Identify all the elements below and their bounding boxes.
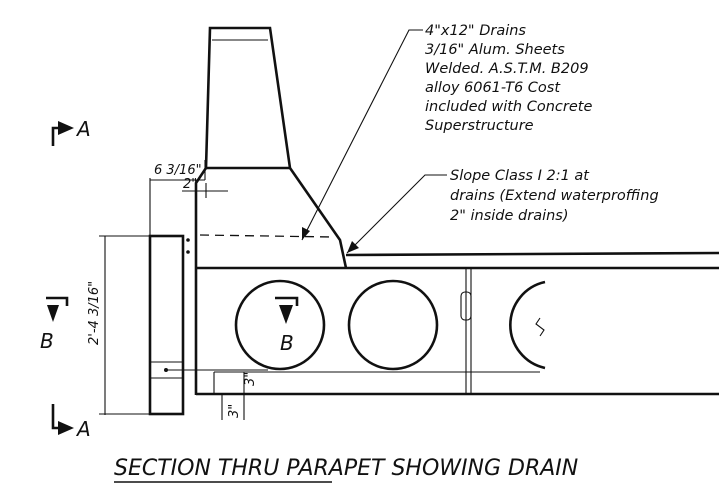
dim-bottom-right: 3" [243,372,258,386]
void-circle-1 [234,279,326,371]
section-a-bottom-arrow [58,421,74,435]
section-b-hole-bracket [275,296,299,306]
section-b-hole-arrow [279,305,293,324]
section-b-left-label: B [40,329,54,353]
section-a-top-label: A [75,117,91,141]
break-line [535,317,545,337]
anchor-dot-1 [186,238,190,242]
slope-leader-arrow [347,241,359,253]
drains-note-line-3: Welded. A.S.T.M. B209 [425,61,589,77]
slope-note-line-2: drains (Extend waterproffing [450,188,659,204]
slope-leader [346,174,447,254]
dim-bottom-left: 3" [227,404,242,418]
slope-note-line-3: 2" inside drains) [450,208,569,224]
drains-note: 4"x12" Drains 3/16" Alum. Sheets Welded.… [425,23,592,134]
dim-offset: 2" [183,177,197,192]
drain-outlet-line [345,251,719,257]
drains-leader [301,29,423,241]
anchor-dot-2 [186,250,190,254]
drains-note-line-4: alloy 6061-T6 Cost [425,80,561,96]
parapet-outline [194,26,348,395]
dim-overall-width: 6 3/16" [154,163,202,178]
drains-note-line-2: 3/16" Alum. Sheets [425,42,565,58]
section-b-left-bracket [46,296,69,306]
section-b-hole-label: B [280,331,294,355]
section-b-left-arrow [47,305,59,322]
slope-note: Slope Class I 2:1 at drains (Extend wate… [450,168,659,224]
drains-leader-arrow [302,227,310,240]
drains-note-line-6: Superstructure [425,118,534,134]
fascia-plate [148,234,185,416]
slope-note-line-1: Slope Class I 2:1 at [450,168,590,184]
void-circle-3-partial [509,280,546,370]
void-circle-2 [347,279,439,371]
waterproofing-dashed-line [199,234,335,238]
drawing-title: SECTION THRU PARAPET SHOWING DRAIN [114,456,578,481]
dim-height: 2'-4 3/16" [87,281,102,345]
drains-note-line-5: included with Concrete [425,99,592,115]
section-a-top-arrow [58,121,74,135]
drains-note-line-1: 4"x12" Drains [425,23,526,39]
section-a-bottom-label: A [75,417,91,441]
